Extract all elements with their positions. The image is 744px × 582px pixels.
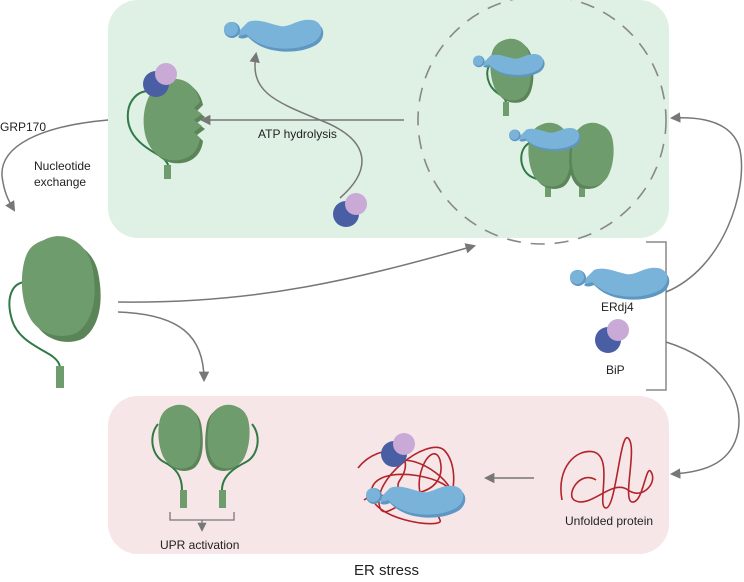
nucleotide-label: Nucleotide bbox=[34, 159, 91, 173]
unfolded-protein-label: Unfolded protein bbox=[565, 514, 653, 528]
ire1-erdj4-dimer bbox=[509, 122, 614, 197]
nucleotide-exchange-arrow bbox=[1, 119, 109, 212]
upr-activation-label: UPR activation bbox=[160, 538, 239, 552]
upr-bracket bbox=[169, 512, 235, 530]
complex-circle bbox=[417, 0, 667, 245]
grp170-label: GRP170 bbox=[0, 120, 46, 134]
legend-to-unfolded-arrow bbox=[665, 341, 740, 479]
ire1-dimer-active bbox=[151, 404, 259, 508]
bip-label: BiP bbox=[606, 363, 625, 377]
erdj4-label: ERdj4 bbox=[601, 300, 634, 314]
exchange-label: exchange bbox=[34, 175, 86, 189]
er-stress-label: ER stress bbox=[354, 562, 419, 577]
legend-to-complex-arrow bbox=[665, 112, 743, 293]
to-complex-arrow bbox=[117, 243, 477, 303]
ire1-bip-complex bbox=[126, 63, 205, 179]
atp-hydrolysis-label: ATP hydrolysis bbox=[258, 127, 337, 141]
release-arrow bbox=[249, 51, 363, 199]
ire1-free-monomer bbox=[8, 236, 101, 388]
to-dimer-arrow bbox=[117, 311, 210, 383]
erdj4-legend-icon bbox=[570, 267, 670, 300]
unfolded-protein bbox=[560, 437, 654, 509]
legend-bracket bbox=[646, 241, 667, 391]
bip-legend-icon bbox=[595, 319, 629, 353]
unfolded-protein-complex bbox=[357, 433, 466, 525]
ire1-erdj4-monomer bbox=[473, 38, 545, 116]
